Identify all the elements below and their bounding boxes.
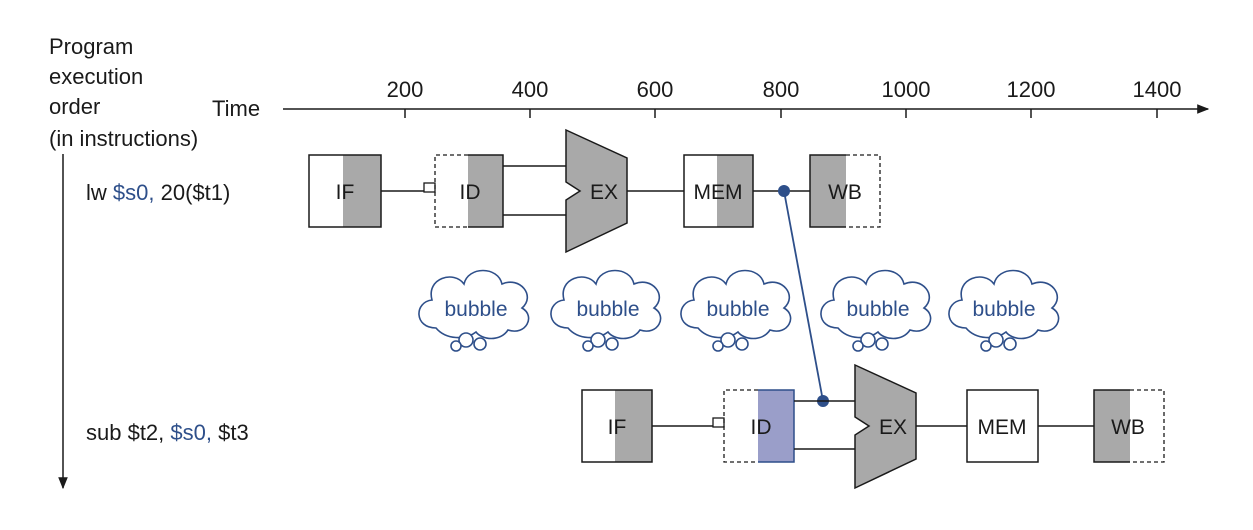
bubble-4: bubble — [820, 269, 932, 352]
order-label-line-2: execution — [49, 64, 143, 89]
order-axis-label: Program execution order (in instructions… — [49, 34, 198, 151]
lw-mem-shade — [717, 155, 753, 227]
lw-id-dashed-edge — [434, 154, 468, 228]
tick-label-200: 200 — [387, 77, 424, 102]
instruction-sub-operands: $t3 — [212, 420, 249, 445]
tick-label-1200: 1200 — [1007, 77, 1056, 102]
instruction-lw-dest-reg: $s0, — [113, 180, 155, 205]
lw-wb-shade — [810, 155, 846, 227]
bubble-label: bubble — [972, 298, 1035, 321]
tick-label-800: 800 — [763, 77, 800, 102]
instruction-lw-opcode: lw — [86, 180, 113, 205]
lw-id-solid-edge — [468, 154, 504, 228]
lw-if-label: IF — [336, 181, 355, 204]
sub-mem-stage — [966, 389, 1039, 463]
bubble-label: bubble — [576, 298, 639, 321]
sub-id-solid-edge — [758, 389, 795, 463]
sub-wb-solid-edge — [1093, 389, 1130, 463]
lw-mem-label: MEM — [694, 181, 743, 204]
lw-if-shade — [343, 155, 381, 227]
lw-id-shade — [468, 155, 503, 227]
sub-id-dashed-edge — [723, 389, 758, 463]
order-label-line-4: (in instructions) — [49, 126, 198, 151]
bubble-5: bubble — [948, 269, 1060, 352]
lw-pipeline: IF ID EX MEM WB — [308, 128, 881, 254]
order-label-line-3: order — [49, 94, 100, 119]
sub-wb-dashed-edge — [1130, 389, 1165, 463]
bubble-label: bubble — [846, 298, 909, 321]
bubble-label: bubble — [444, 298, 507, 321]
stall-bubbles: bubble bubble bubble bubble bubble — [418, 269, 1060, 352]
order-label-line-1: Program — [49, 34, 133, 59]
sub-id-port — [712, 417, 725, 428]
sub-id-shade — [758, 390, 794, 462]
sub-wb-shade — [1094, 390, 1130, 462]
lw-ex-label: EX — [590, 181, 618, 204]
instruction-lw-operands: 20($t1) — [154, 180, 230, 205]
bubble-label: bubble — [706, 298, 769, 321]
tick-label-1000: 1000 — [882, 77, 931, 102]
time-ticks: 200 400 600 800 1000 1200 1400 — [387, 77, 1182, 118]
sub-pipeline: IF ID EX MEM WB — [581, 363, 1165, 490]
lw-id-label: ID — [460, 181, 481, 204]
tick-label-1400: 1400 — [1133, 77, 1182, 102]
time-label: Time — [212, 96, 260, 121]
tick-label-400: 400 — [512, 77, 549, 102]
forwarding-path — [783, 190, 824, 402]
lw-wb-dashed-edge — [846, 154, 881, 228]
lw-wb-solid-edge — [809, 154, 846, 228]
instruction-lw: lw $s0, 20($t1) — [86, 180, 230, 205]
sub-if-shade — [615, 390, 652, 462]
sub-wb-label: WB — [1111, 416, 1145, 439]
sub-id-label: ID — [751, 416, 772, 439]
tick-label-600: 600 — [637, 77, 674, 102]
instruction-sub-src-reg: $s0, — [170, 420, 212, 445]
instruction-sub-opcode: sub $t2, — [86, 420, 170, 445]
lw-id-port — [423, 182, 436, 193]
instruction-sub: sub $t2, $s0, $t3 — [86, 420, 249, 445]
sub-mem-label: MEM — [978, 416, 1027, 439]
bubble-3: bubble — [680, 269, 792, 352]
bubble-2: bubble — [550, 269, 662, 352]
lw-wb-label: WB — [828, 181, 862, 204]
sub-ex-alu — [854, 363, 917, 490]
forwarding-source-dot — [778, 185, 790, 197]
lw-ex-alu — [565, 128, 628, 254]
sub-ex-label: EX — [879, 416, 907, 439]
sub-if-label: IF — [608, 416, 627, 439]
bubble-1: bubble — [418, 269, 530, 352]
